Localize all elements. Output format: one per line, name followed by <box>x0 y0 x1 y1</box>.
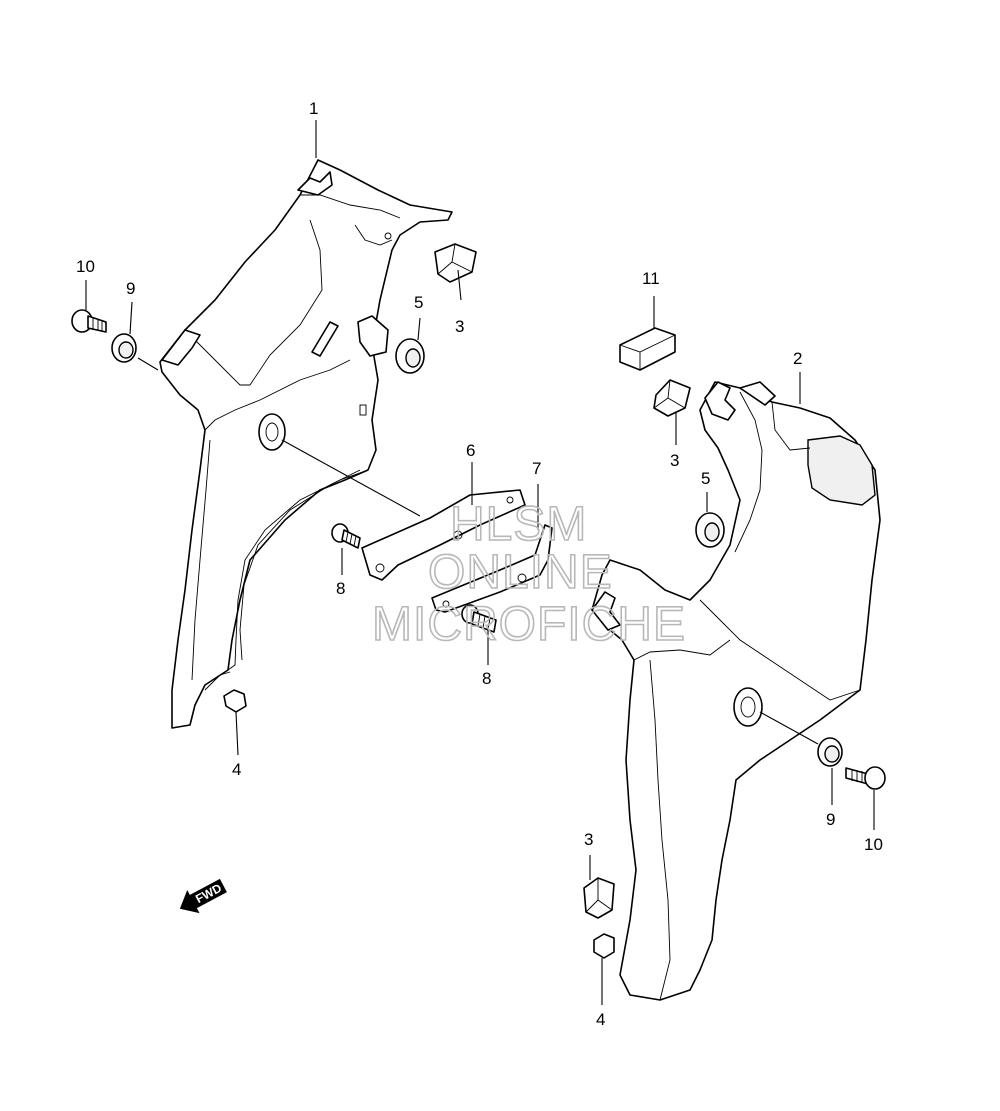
part-8-screw-upper <box>331 523 361 549</box>
callout-9-left: 9 <box>126 279 135 298</box>
callout-10-left: 10 <box>76 257 95 276</box>
part-2-right-inner-cover <box>591 381 881 1001</box>
callout-2: 2 <box>793 349 802 368</box>
callout-11: 11 <box>642 269 660 288</box>
callout-labels: 1 2 3 3 3 4 4 5 5 6 7 8 8 9 9 10 10 11 <box>76 99 883 1029</box>
callout-10-right: 10 <box>864 835 883 854</box>
watermark-line-3: MICROFICHE <box>372 598 686 651</box>
leader-lines <box>85 120 875 1005</box>
callout-1: 1 <box>309 99 318 118</box>
part-7-bracket <box>431 524 553 613</box>
part-5-grommet-right <box>695 512 725 548</box>
part-10-screw-right <box>845 766 886 790</box>
watermark-line-2: ONLINE <box>428 546 613 599</box>
fwd-arrow-icon: FWD <box>179 878 227 914</box>
callout-5-right: 5 <box>701 469 710 488</box>
callout-4-left: 4 <box>232 760 241 779</box>
callout-9-right: 9 <box>826 810 835 829</box>
part-4-cap-right <box>593 933 615 959</box>
part-10-screw-left <box>71 309 107 333</box>
callout-3-right: 3 <box>670 451 679 470</box>
part-8-screw-lower <box>461 604 497 633</box>
part-1-left-inner-cover <box>159 159 453 729</box>
callout-8-upper: 8 <box>336 579 345 598</box>
part-3-nut-right <box>653 379 691 417</box>
callout-7: 7 <box>532 459 541 478</box>
watermark-line-1: HLSM <box>450 498 587 551</box>
callout-5-left: 5 <box>414 293 423 312</box>
watermark: HLSM ONLINE MICROFICHE <box>371 497 686 652</box>
callout-8-lower: 8 <box>482 669 491 688</box>
part-5-grommet-left <box>395 338 425 374</box>
part-4-cap-left <box>223 689 247 713</box>
callout-4-right: 4 <box>596 1010 605 1029</box>
part-3-nut-top <box>434 243 477 283</box>
part-3-nut-bottom <box>583 877 615 919</box>
callout-3-bottom: 3 <box>584 830 593 849</box>
part-9-grommet-right <box>817 737 843 767</box>
callout-3-top: 3 <box>455 317 464 336</box>
part-11-block <box>619 327 676 371</box>
callout-6: 6 <box>466 441 475 460</box>
part-6-bracket <box>361 489 526 581</box>
part-9-grommet-left <box>111 333 137 363</box>
